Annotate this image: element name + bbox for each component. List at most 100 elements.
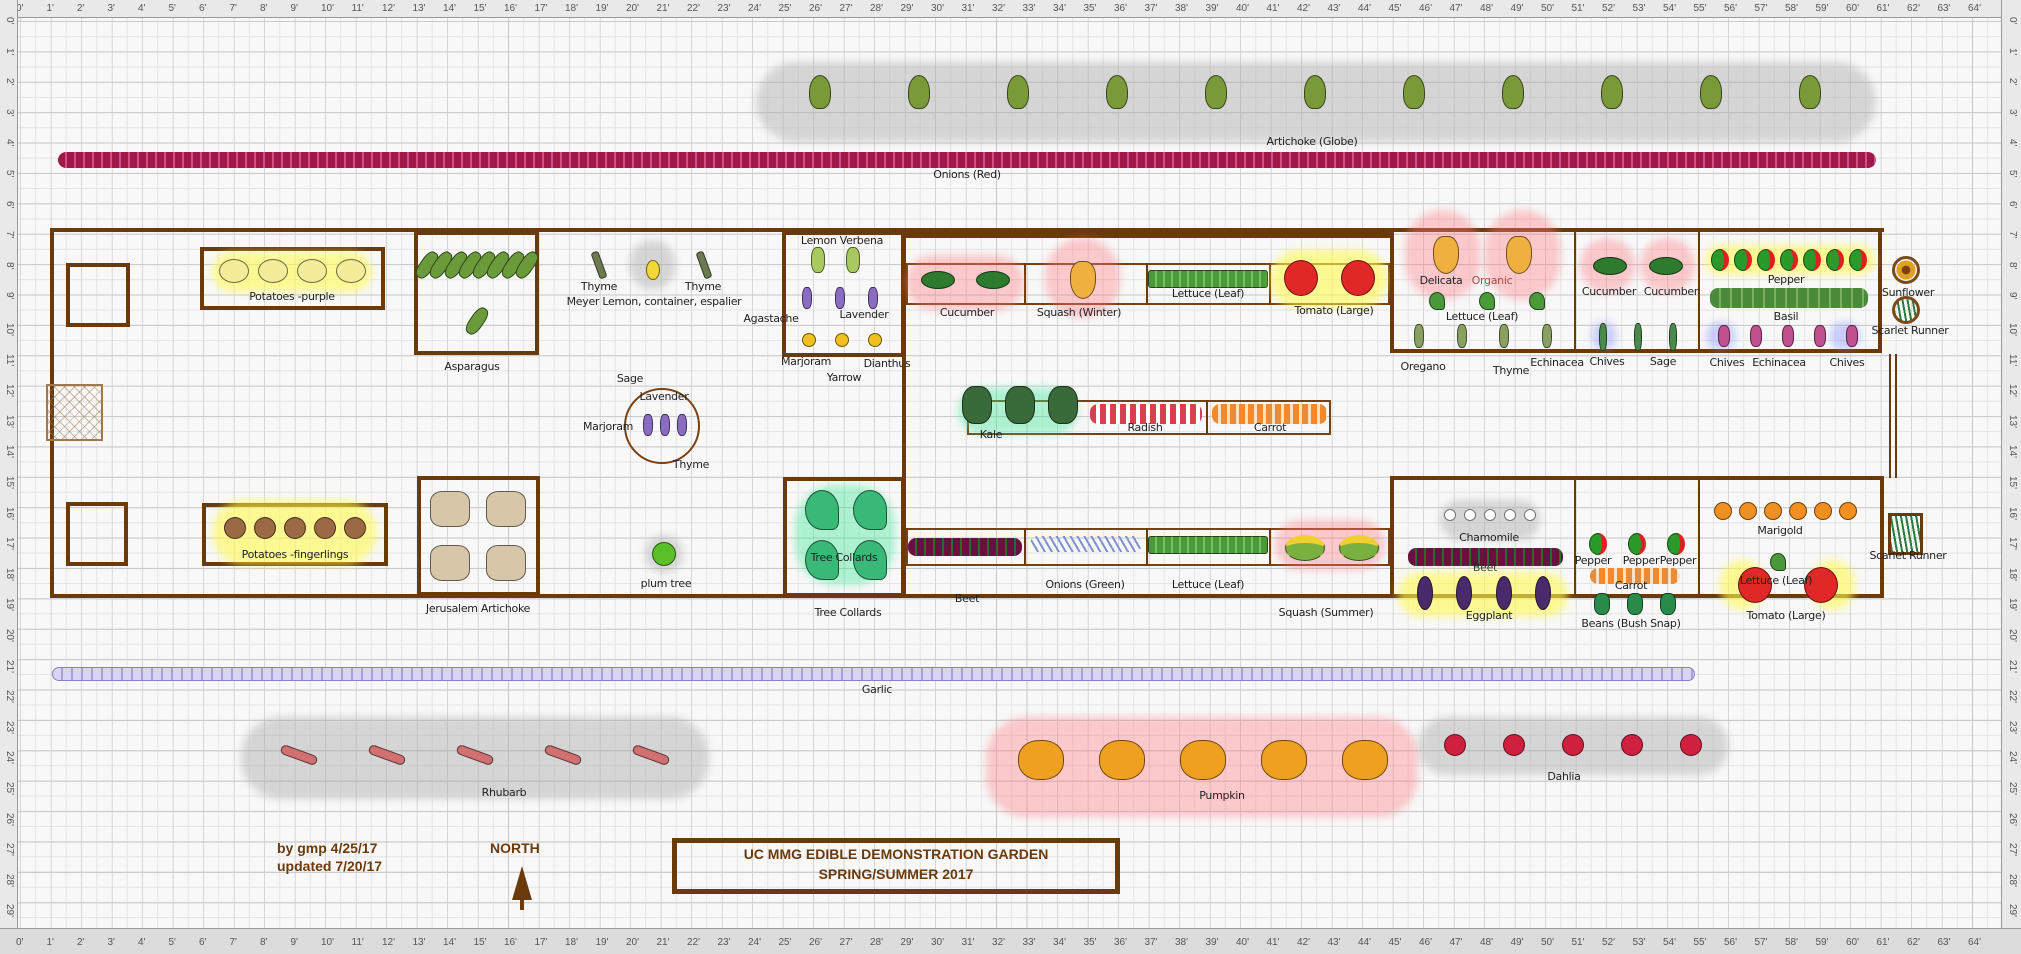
chamomile-icon (1444, 509, 1456, 521)
pepper-icon (1588, 533, 1607, 555)
ruler-label: 59' (1815, 3, 1829, 14)
jerusalem-icon (430, 545, 470, 581)
ruler-label: 38' (1175, 3, 1189, 14)
middle-top-row-bed[interactable] (906, 263, 1390, 305)
ruler-label: 56' (1724, 3, 1738, 14)
sage-label: Sage (616, 372, 644, 385)
ruler-label: 29' (4, 904, 15, 918)
dahlia-icon (1561, 734, 1584, 756)
marjoram-label: Marjoram (582, 420, 634, 433)
echinacea-label: Echinacea (1530, 356, 1584, 369)
divider (1269, 528, 1271, 566)
cucumber-label: Cucumber (1581, 285, 1637, 298)
ruler-label: 9' (290, 3, 298, 14)
ruler-label: 11' (4, 353, 15, 366)
garlic-row[interactable] (52, 667, 1695, 681)
bottom-ruler: 0'1'2'3'4'5'6'7'8'9'10'11'12'13'14'15'16… (0, 928, 2021, 954)
organic-label: Organic (1471, 274, 1513, 287)
delicata-label: Delicata (1419, 274, 1463, 287)
divider (1698, 232, 1700, 350)
ruler-label: 10' (321, 937, 335, 948)
rhubarb-plants[interactable] (255, 740, 695, 770)
sunflower-icon[interactable] (1892, 256, 1920, 284)
lavender-label: Lavender (839, 308, 889, 321)
ruler-label: 16' (504, 3, 518, 14)
ruler-label: 18' (565, 3, 579, 14)
jerusalem-artichoke-bed[interactable] (417, 476, 540, 596)
herb-circle-bed[interactable] (624, 388, 700, 464)
tree-collards-plants (798, 485, 894, 585)
right-top-bed[interactable] (1390, 228, 1882, 353)
pumpkin-label: Pumpkin (1199, 789, 1245, 802)
ruler-label: 10' (2007, 323, 2018, 337)
red-onion-row[interactable] (58, 152, 1876, 168)
potatoes-purple-bed[interactable] (200, 247, 385, 310)
raised-box-bottom-left[interactable] (66, 502, 128, 566)
yarrow-label: Yarrow (826, 371, 862, 384)
raised-box-top-left[interactable] (66, 263, 130, 327)
ruler-label: 40' (1236, 937, 1250, 948)
title-line-1: UC MMG EDIBLE DEMONSTRATION GARDEN (743, 846, 1049, 862)
north-arrow-icon (512, 866, 532, 900)
lemon-icon (646, 260, 660, 280)
lavender-icon (659, 414, 670, 436)
bean-plants (1585, 592, 1685, 616)
pepper-label: Pepper (1767, 273, 1805, 286)
ruler-label: 44' (1358, 3, 1372, 14)
dahlia-plants[interactable] (1425, 725, 1720, 765)
squash-winter-icon (1069, 261, 1096, 299)
meyer-lemon-plant[interactable] (638, 255, 668, 285)
ruler-label: 36' (1114, 3, 1128, 14)
ruler-label: 7' (2007, 231, 2018, 239)
plum-icon (652, 542, 676, 566)
tomato-icon (1341, 260, 1376, 296)
artichoke-icon (1403, 75, 1425, 109)
cucumber-icon (920, 271, 955, 289)
ruler-label: 61' (1876, 3, 1890, 14)
scarlet-runner-bed[interactable] (1888, 513, 1923, 555)
ruler-label: 13' (412, 937, 426, 948)
pumpkin-plants[interactable] (1000, 735, 1405, 785)
carrot-label: Carrot (1614, 579, 1648, 592)
ruler-label: 8' (4, 261, 15, 270)
ruler-label: 8' (2007, 261, 2018, 270)
ruler-label: 0' (16, 937, 24, 948)
chives-icon (1633, 323, 1642, 351)
ruler-label: 53' (1632, 3, 1646, 14)
eggplant-label: Eggplant (1465, 609, 1513, 622)
jerusalem-icon (486, 491, 526, 527)
verbena-icon (845, 247, 860, 273)
ruler-label: 11' (351, 3, 364, 14)
lettuce-icon (1479, 292, 1495, 310)
potato-yellow-icon (335, 259, 366, 283)
ruler-label: 3' (2007, 108, 2018, 117)
thyme-icon (590, 250, 608, 280)
squash-winter-label: Squash (Winter) (1036, 306, 1122, 319)
ruler-label: 28' (870, 3, 884, 14)
ruler-label: 22' (687, 3, 701, 14)
yarrow-dianthus-plants (792, 325, 892, 355)
ruler-label: 50' (1541, 3, 1555, 14)
ruler-label: 31' (961, 3, 975, 14)
trellis-icon[interactable] (46, 384, 103, 441)
kale-label: Kale (979, 428, 1003, 441)
radish-row (1090, 404, 1202, 424)
green-onion-row (1030, 536, 1142, 552)
potato-brown-icon (344, 517, 366, 539)
beans-label: Beans (Bush Snap) (1581, 617, 1681, 630)
lettuce-leaf-label: Lettuce (Leaf) (1445, 310, 1519, 323)
plum-tree-icon[interactable] (650, 540, 678, 568)
title-line-2: SPRING/SUMMER 2017 (818, 866, 974, 882)
ruler-label: 58' (1785, 937, 1799, 948)
middle-bottom-row-bed[interactable] (906, 528, 1390, 566)
artichoke-plants[interactable] (770, 72, 1860, 112)
lavender-icon (676, 414, 687, 436)
asparagus-bed[interactable] (414, 231, 539, 355)
basil-label: Basil (1773, 310, 1799, 323)
scarlet-runner-icon[interactable] (1892, 296, 1920, 324)
ruler-label: 15' (473, 3, 487, 14)
lavender-icon (834, 287, 845, 309)
carrot-row (1590, 568, 1680, 584)
marigold-plants (1710, 500, 1860, 522)
ruler-label: 3' (107, 937, 115, 948)
